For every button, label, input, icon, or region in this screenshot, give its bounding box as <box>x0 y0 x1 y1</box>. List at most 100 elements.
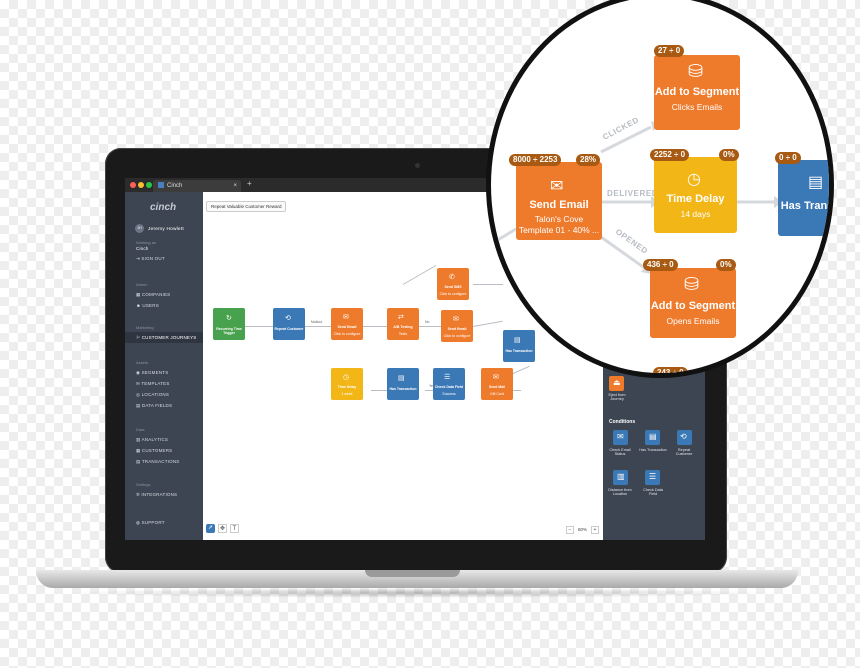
working-as-value[interactable]: Cinch <box>136 246 149 251</box>
maximize-window-icon[interactable] <box>146 182 152 188</box>
condition-label: Repeat Customer <box>675 448 693 456</box>
node-add-segment-opens[interactable]: ⛁ Add to Segment Opens Emails <box>650 268 736 338</box>
node-has-transaction-1[interactable]: ▤ Has Transaction <box>387 368 419 400</box>
section-marketing: Marketing <box>136 325 154 330</box>
close-window-icon[interactable] <box>130 182 136 188</box>
sidebar-item-analytics[interactable]: ▥ ANALYTICS <box>136 437 169 442</box>
condition-check-data-field[interactable]: ☰ <box>645 470 660 485</box>
node-send-email-1[interactable]: ✉ Send Email Click to configure <box>331 308 363 340</box>
pointer-tool-icon[interactable]: ➚ <box>206 524 215 533</box>
node-has-transaction-2[interactable]: ▤ Has Transaction <box>503 330 535 362</box>
tab-close-icon[interactable]: × <box>233 183 237 189</box>
edge <box>363 326 387 327</box>
text-tool-icon[interactable]: T <box>230 524 239 533</box>
user-name: Jeremy Howlett <box>148 227 184 232</box>
sidebar-item-customer-journeys[interactable]: ⚐ CUSTOMER JOURNEYS <box>136 335 197 340</box>
node-send-mail[interactable]: ✉ Send Mail Gift Card <box>481 368 513 400</box>
list-icon: ☰ <box>444 374 451 381</box>
sidebar-item-label: DATA FIELDS <box>141 403 173 408</box>
condition-label: Has Transaction <box>639 448 667 452</box>
section-settings: Settings <box>136 482 151 487</box>
sms-icon: ✆ <box>449 274 455 281</box>
edge <box>402 265 437 285</box>
sidebar-item-companies[interactable]: ▦ COMPANIES <box>136 292 171 297</box>
edge <box>600 125 652 154</box>
node-subtitle-2: Template 01 - 40% ... <box>518 225 600 235</box>
journey-name-tab[interactable]: Repeat Valuable Customer Reward <box>206 201 287 212</box>
sidebar-item-users[interactable]: ☻ USERS <box>136 303 159 308</box>
node-label: Send SMS <box>444 284 462 289</box>
sidebar-item-label: SEGMENTS <box>141 370 169 375</box>
sidebar-item-customers[interactable]: ▦ CUSTOMERS <box>136 448 173 453</box>
node-label: Has Transaction <box>505 349 533 354</box>
condition-distance-from-location[interactable]: ▥ <box>613 470 628 485</box>
node-send-email[interactable]: ✉ Send Email Talon's Cove Template 01 - … <box>516 162 602 240</box>
zoom-in-button[interactable]: + <box>591 526 599 534</box>
new-tab-button[interactable]: + <box>247 179 252 188</box>
node-subtitle: 14 days <box>680 209 711 219</box>
stats-badge: 436 ÷ 0 <box>643 259 678 271</box>
zoom-out-button[interactable]: − <box>566 526 574 534</box>
browser-tab[interactable]: Cinch × <box>153 180 241 192</box>
sidebar-item-transactions[interactable]: ▤ TRANSACTIONS <box>136 459 180 464</box>
eject-palette-item[interactable]: ⏏ <box>609 376 624 391</box>
sidebar-item-data-fields[interactable]: ▤ DATA FIELDS <box>136 403 173 408</box>
sidebar-item-locations[interactable]: ◎ LOCATIONS <box>136 392 170 397</box>
edge-label-no: No <box>425 320 430 324</box>
receipt-icon: ▤ <box>398 375 405 382</box>
laptop-shadow <box>60 588 775 598</box>
minimize-window-icon[interactable] <box>138 182 144 188</box>
node-recurring-trigger[interactable]: ↻ Recurring Time Trigger <box>213 308 245 340</box>
node-send-sms[interactable]: ✆ Send SMS Click to configure <box>437 268 469 300</box>
node-time-delay[interactable]: ◷ Time Delay 1 week <box>331 368 363 400</box>
sidebar-item-segments[interactable]: ◉ SEGMENTS <box>136 370 169 375</box>
node-sublabel: Tests <box>398 331 408 336</box>
sidebar-item-integrations[interactable]: ✲ INTEGRATIONS <box>136 492 178 497</box>
sign-out-link[interactable]: ⇥ SIGN OUT <box>136 256 165 261</box>
edge <box>491 227 517 246</box>
node-sublabel: Click to configure <box>443 333 471 338</box>
condition-has-transaction[interactable]: ▤ <box>645 430 660 445</box>
node-title: Send Email <box>529 199 589 211</box>
stopwatch-icon: ◷ <box>343 374 350 381</box>
node-sublabel: Click to configure <box>439 291 467 296</box>
node-subtitle: Clicks Emails <box>671 102 723 112</box>
edge-label-mailout: Mailout <box>311 320 323 324</box>
node-add-segment-clicks[interactable]: ⛁ Add to Segment Clicks Emails <box>654 55 740 130</box>
stats-badge: 8000 ÷ 2253 <box>509 154 562 166</box>
node-repeat-customer[interactable]: ⟲ Repeat Customer <box>273 308 305 340</box>
sidebar-item-label: TRANSACTIONS <box>141 459 180 464</box>
node-title: Add to Segment <box>650 300 736 312</box>
mail-icon: ✉ <box>493 374 499 381</box>
node-time-delay[interactable]: ◷ Time Delay 14 days <box>654 157 737 233</box>
node-label: Time Delay <box>337 384 357 389</box>
node-send-email-2[interactable]: ✉ Send Email Click to configure <box>441 310 473 342</box>
node-label: Send Mail <box>488 384 506 389</box>
node-ab-testing[interactable]: ⇄ A/B Testing Tests <box>387 308 419 340</box>
condition-check-email-status[interactable]: ✉ <box>613 430 628 445</box>
node-has-transaction[interactable]: ▤ Has Trans <box>778 160 829 236</box>
favicon-icon <box>158 182 164 189</box>
conditions-heading: Conditions <box>609 419 636 425</box>
node-subtitle: Talon's Cove <box>534 214 584 224</box>
node-title: Time Delay <box>666 193 725 205</box>
email-icon: ✉ <box>453 316 459 323</box>
stopwatch-icon: ◷ <box>687 171 701 188</box>
node-label: Repeat Customer <box>274 327 304 332</box>
receipt-icon: ▤ <box>649 432 657 441</box>
node-label: A/B Testing <box>393 324 413 329</box>
section-assets: Assets <box>136 360 149 365</box>
stats-badge: 27 ÷ 0 <box>654 45 685 57</box>
database-add-icon: ⛁ <box>684 274 700 294</box>
section-data: Data <box>136 427 145 432</box>
avatar[interactable]: JH <box>135 224 144 233</box>
working-as-label: Working as <box>136 240 156 245</box>
eject-icon: ⏏ <box>613 378 621 387</box>
node-sublabel: Gift Card <box>489 391 504 396</box>
pan-tool-icon[interactable]: ✥ <box>218 524 227 533</box>
node-check-data-field[interactable]: ☰ Check Data Field Success <box>433 368 465 400</box>
sidebar-item-label: CUSTOMERS <box>141 448 173 453</box>
condition-repeat-customer[interactable]: ⟲ <box>677 430 692 445</box>
sidebar-item-templates[interactable]: ✉ TEMPLATES <box>136 381 170 386</box>
sidebar-item-support[interactable]: ◍ SUPPORT <box>136 520 165 525</box>
